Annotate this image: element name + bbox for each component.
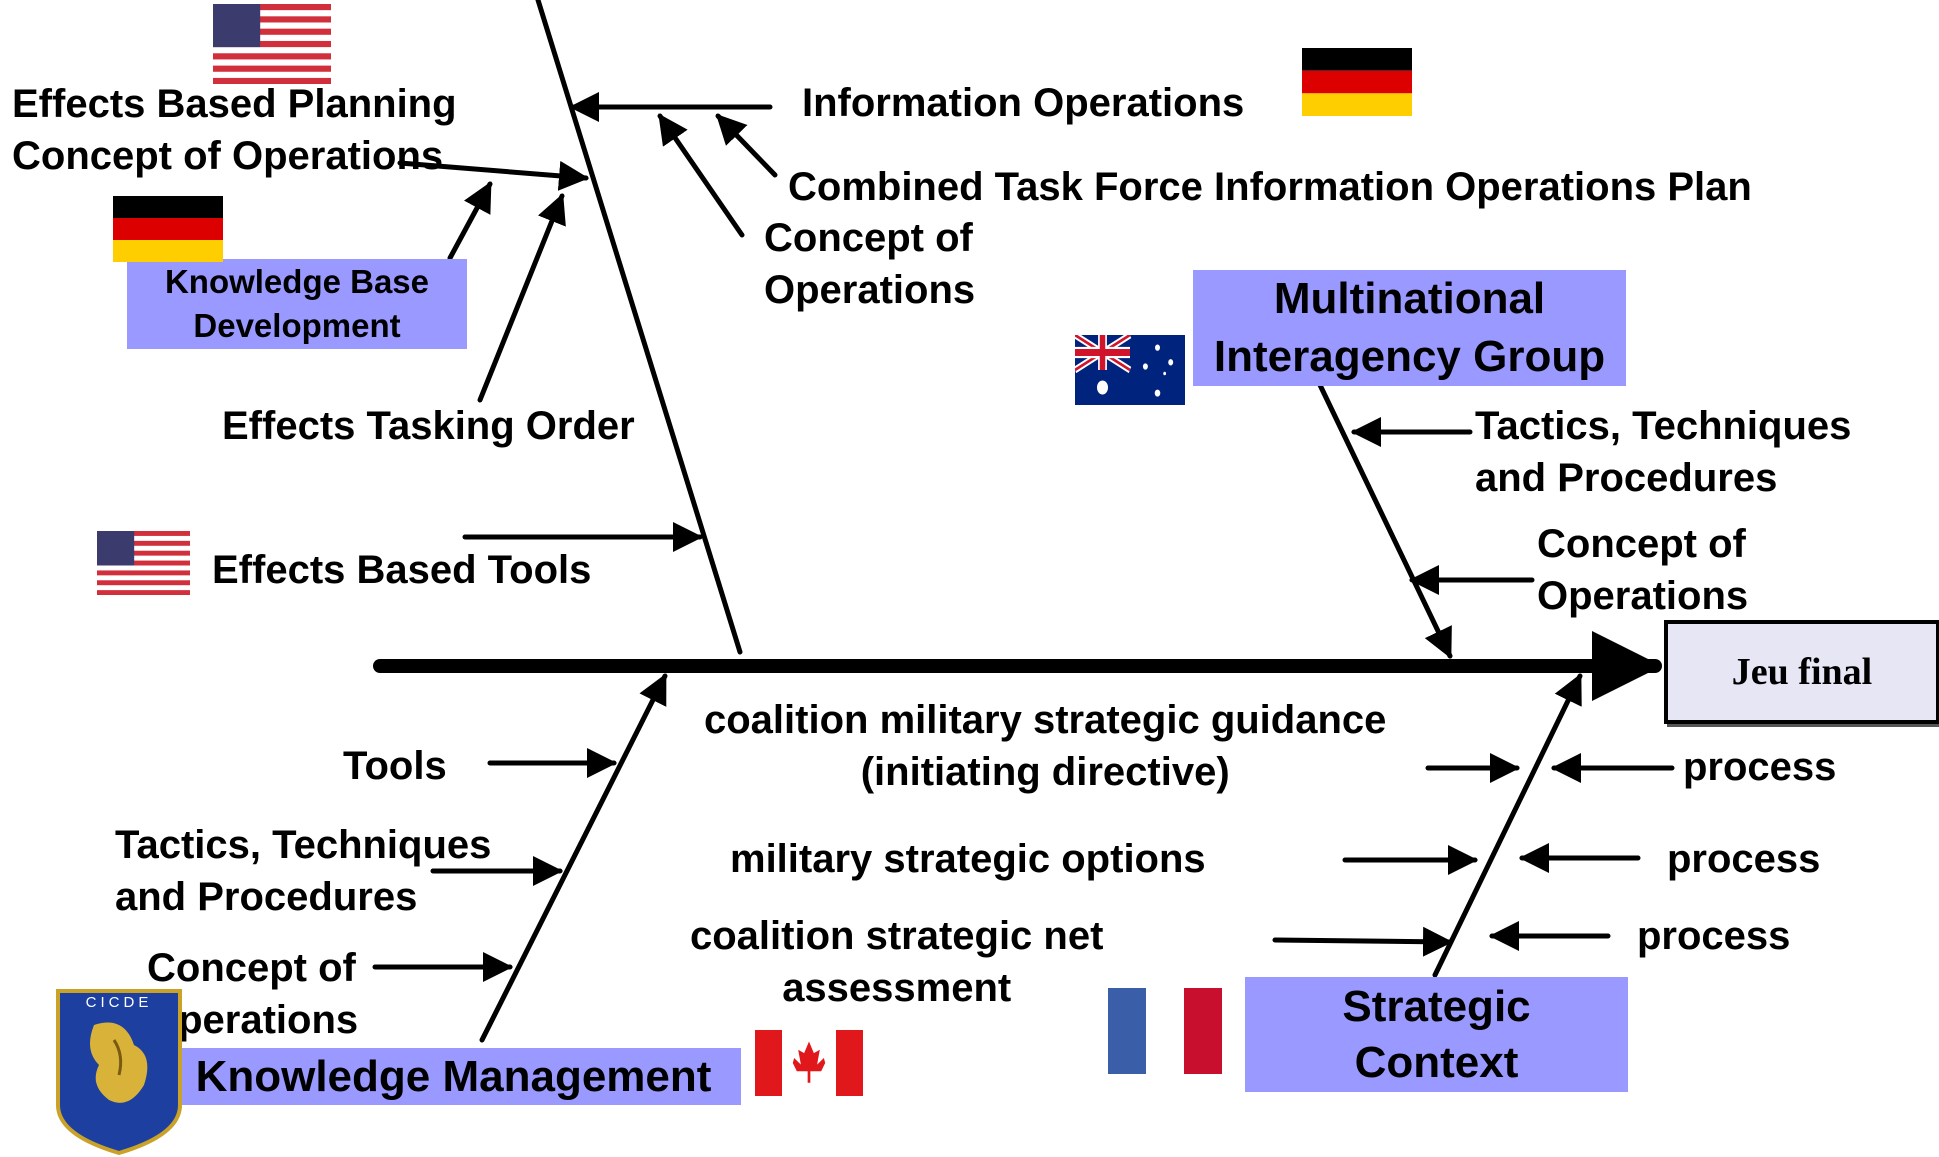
knowledge-management-box: Knowledge Management bbox=[166, 1048, 741, 1105]
process-3-label: process bbox=[1637, 914, 1791, 958]
top-right-bone bbox=[1317, 382, 1453, 659]
military-strategic-options-label: military strategic options bbox=[730, 837, 1206, 881]
multinational-interagency-group-box: Multinational Interagency Group bbox=[1193, 270, 1626, 386]
arrow-effects-tasking-order bbox=[477, 193, 566, 403]
knowledge-base-development-box: Knowledge Base Development bbox=[127, 259, 467, 349]
effects-tasking-order-label: Effects Tasking Order bbox=[222, 404, 635, 448]
bottom-right-bone bbox=[1432, 673, 1583, 978]
process-1-label: process bbox=[1683, 745, 1837, 789]
germany-flag-icon bbox=[113, 196, 223, 262]
concept-of-operations-tl-label: Concept of Operations bbox=[764, 216, 976, 312]
concept-of-operations-bl-label: Concept of Operations bbox=[147, 946, 359, 1042]
final-effect-box: Jeu final bbox=[1664, 620, 1939, 724]
usa-flag-icon bbox=[97, 531, 190, 595]
net-assessment-label: coalition strategic net assessment bbox=[690, 914, 1104, 1010]
process-2-label: process bbox=[1667, 837, 1821, 881]
arrow-ctf-io-plan bbox=[715, 113, 778, 178]
information-operations-label: Information Operations bbox=[802, 81, 1245, 125]
strategic-context-box: Strategic Context bbox=[1245, 977, 1628, 1092]
arrow-knowledge-base bbox=[447, 181, 493, 261]
tools-label: Tools bbox=[343, 744, 447, 788]
arrow-concept-of-operations-tl bbox=[657, 113, 745, 238]
ctf-io-plan-label: Combined Task Force Information Operatio… bbox=[788, 165, 1752, 209]
effects-based-tools-label: Effects Based Tools bbox=[212, 548, 592, 592]
arrow-effects-based-planning bbox=[397, 160, 589, 191]
canada-flag-icon bbox=[755, 1030, 863, 1096]
australia-flag-icon bbox=[1075, 335, 1185, 405]
ttp-bl-label: Tactics, Techniques and Procedures bbox=[115, 823, 492, 919]
svg-text:CICDE: CICDE bbox=[86, 994, 153, 1011]
france-flag-icon bbox=[1108, 988, 1222, 1074]
ttp-tr-label: Tactics, Techniques and Procedures bbox=[1475, 404, 1852, 500]
germany-flag-icon bbox=[1302, 48, 1412, 116]
arrow-net-assessment bbox=[1272, 926, 1453, 957]
concept-of-operations-tr-label: Concept of Operations bbox=[1537, 522, 1749, 618]
effects-based-planning-label: Effects Based Planning Concept of Operat… bbox=[12, 82, 457, 178]
guidance-label: coalition military strategic guidance (i… bbox=[704, 698, 1387, 794]
usa-flag-icon bbox=[213, 4, 331, 84]
cicde-logo-icon: CICDE bbox=[56, 989, 182, 1155]
bottom-left-bone bbox=[479, 673, 668, 1043]
